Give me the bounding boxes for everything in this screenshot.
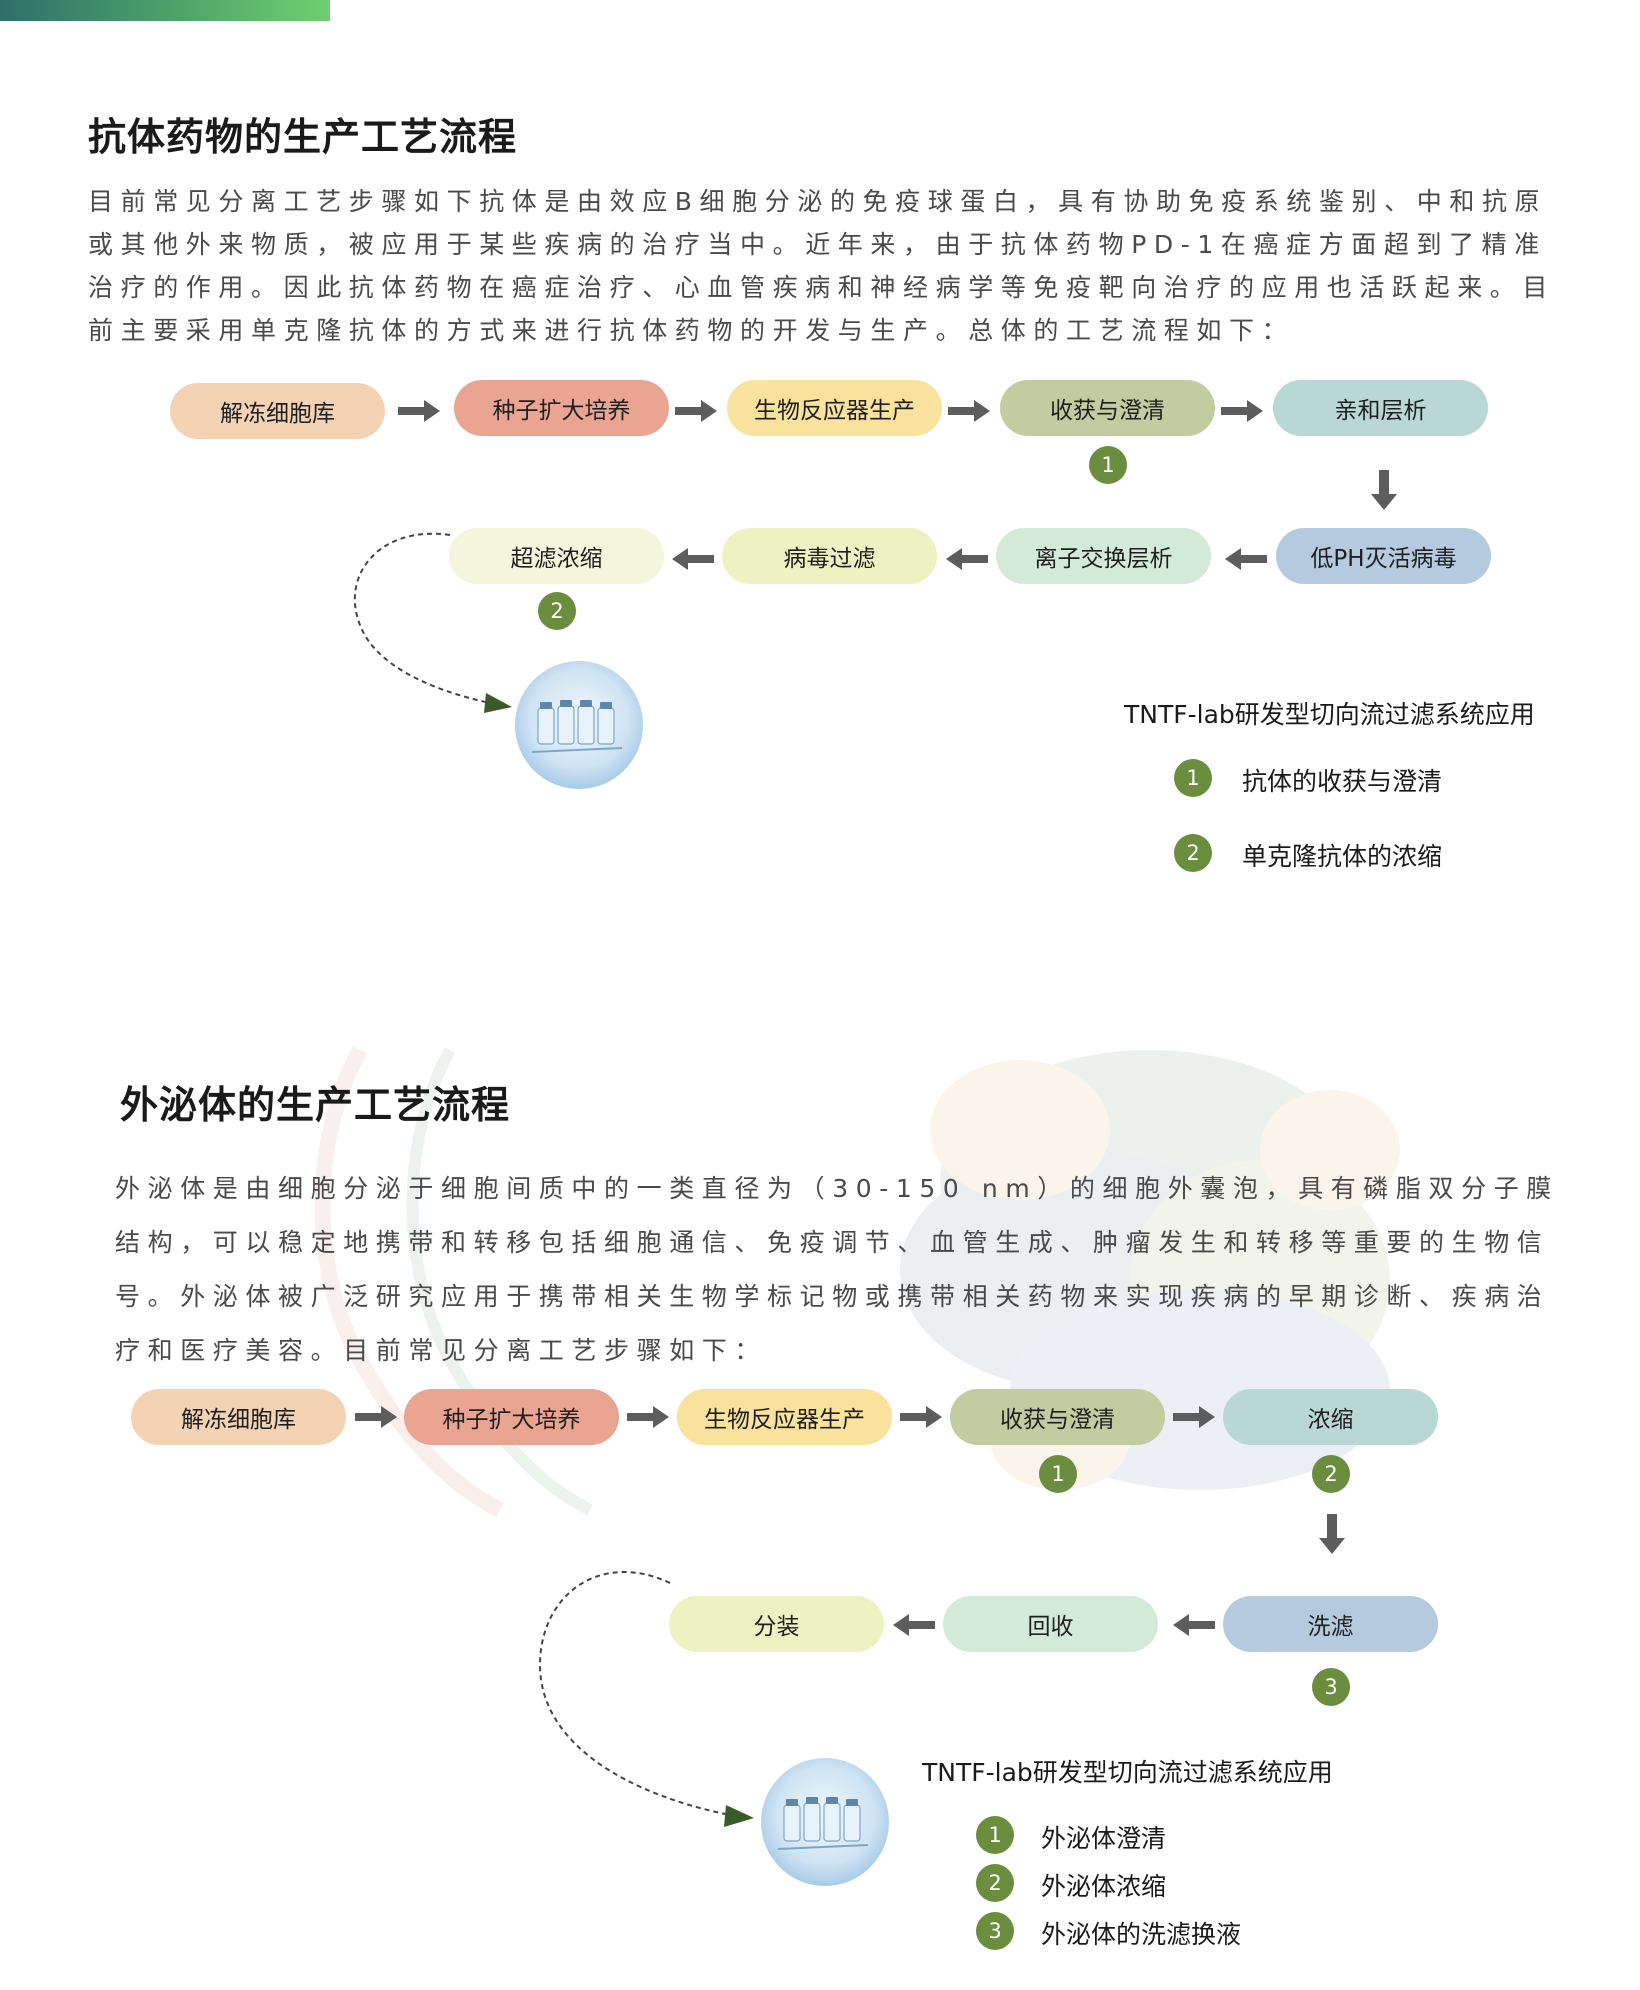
vial-bottles-image <box>761 1758 889 1886</box>
s2-step-seed-expansion: 种子扩大培养 <box>404 1389 619 1445</box>
section1-paragraph: 目前常见分离工艺步骤如下抗体是由效应B细胞分泌的免疫球蛋白，具有协助免疫系统鉴别… <box>88 187 1556 345</box>
s1-step-ion-exchange: 离子交换层析 <box>996 528 1211 584</box>
arrow-right-icon <box>948 400 990 422</box>
vial-bottles-image <box>515 661 643 789</box>
s2-legend-item-3: 外泌体的洗滤换液 <box>1041 1920 1242 1949</box>
s2-step-recovery: 回收 <box>943 1596 1158 1652</box>
s2-legend-title: TNTF-lab研发型切向流过滤系统应用 <box>922 1758 1333 1787</box>
arrow-right-icon <box>1221 400 1263 422</box>
s1-legend-item-2: 单克隆抗体的浓缩 <box>1242 842 1443 871</box>
arrow-right-icon <box>900 1406 942 1428</box>
s2-step-diafiltration: 洗滤 <box>1223 1596 1438 1652</box>
s2-legend-item-2: 外泌体浓缩 <box>1041 1872 1167 1901</box>
arrow-right-icon <box>355 1406 397 1428</box>
s1-step-ultrafiltration: 超滤浓缩 <box>449 528 664 584</box>
dashed-curve-arrow <box>538 1571 754 1827</box>
section1-title: 抗体药物的生产工艺流程 <box>88 115 518 159</box>
s2-legend-num-1: 1 <box>976 1816 1014 1854</box>
arrow-right-icon <box>398 400 440 422</box>
arrow-down-icon <box>1319 1514 1345 1554</box>
s1-step-seed-expansion: 种子扩大培养 <box>454 380 669 436</box>
s2-marker-1: 1 <box>1039 1455 1077 1493</box>
s1-marker-1: 1 <box>1089 446 1127 484</box>
s2-legend-num-2: 2 <box>976 1864 1014 1902</box>
section2-paragraph: 外泌体是由细胞分泌于细胞间质中的一类直径为（30-150 nm）的细胞外囊泡，具… <box>115 1174 1559 1365</box>
arrow-left-icon <box>672 548 714 570</box>
arrow-right-icon <box>675 400 717 422</box>
arrow-down-icon <box>1371 470 1397 510</box>
s1-legend-num-1: 1 <box>1174 759 1212 797</box>
s2-step-thaw-cell-bank: 解冻细胞库 <box>131 1389 346 1445</box>
arrow-right-icon <box>1173 1406 1215 1428</box>
s2-step-fill: 分装 <box>669 1596 884 1652</box>
s1-legend-title: TNTF-lab研发型切向流过滤系统应用 <box>1124 700 1535 729</box>
s1-step-virus-filtration: 病毒过滤 <box>722 528 937 584</box>
s1-step-affinity-chromatography: 亲和层析 <box>1273 380 1488 436</box>
s2-step-harvest-clarify: 收获与澄清 <box>950 1389 1165 1445</box>
s2-legend-num-3: 3 <box>976 1912 1014 1950</box>
s1-legend-num-2: 2 <box>1174 834 1212 872</box>
arrow-left-icon <box>1225 548 1267 570</box>
s2-step-concentrate: 浓缩 <box>1223 1389 1438 1445</box>
arrow-left-icon <box>893 1614 935 1636</box>
top-accent-bar <box>0 0 330 21</box>
s1-step-low-ph-inactivation: 低PH灭活病毒 <box>1276 528 1491 584</box>
s1-step-bioreactor: 生物反应器生产 <box>727 380 942 436</box>
arrow-left-icon <box>1173 1614 1215 1636</box>
arrow-left-icon <box>946 548 988 570</box>
s1-step-harvest-clarify: 收获与澄清 <box>1000 380 1215 436</box>
arrow-right-icon <box>627 1406 669 1428</box>
s1-legend-item-1: 抗体的收获与澄清 <box>1242 767 1443 796</box>
s2-legend-item-1: 外泌体澄清 <box>1041 1824 1167 1853</box>
dashed-curve-arrow <box>354 532 512 713</box>
section2-title: 外泌体的生产工艺流程 <box>120 1083 511 1127</box>
s1-step-thaw-cell-bank: 解冻细胞库 <box>170 383 385 439</box>
s2-step-bioreactor: 生物反应器生产 <box>677 1389 892 1445</box>
s2-marker-3: 3 <box>1312 1668 1350 1706</box>
s1-marker-2: 2 <box>538 592 576 630</box>
s2-marker-2: 2 <box>1312 1455 1350 1493</box>
